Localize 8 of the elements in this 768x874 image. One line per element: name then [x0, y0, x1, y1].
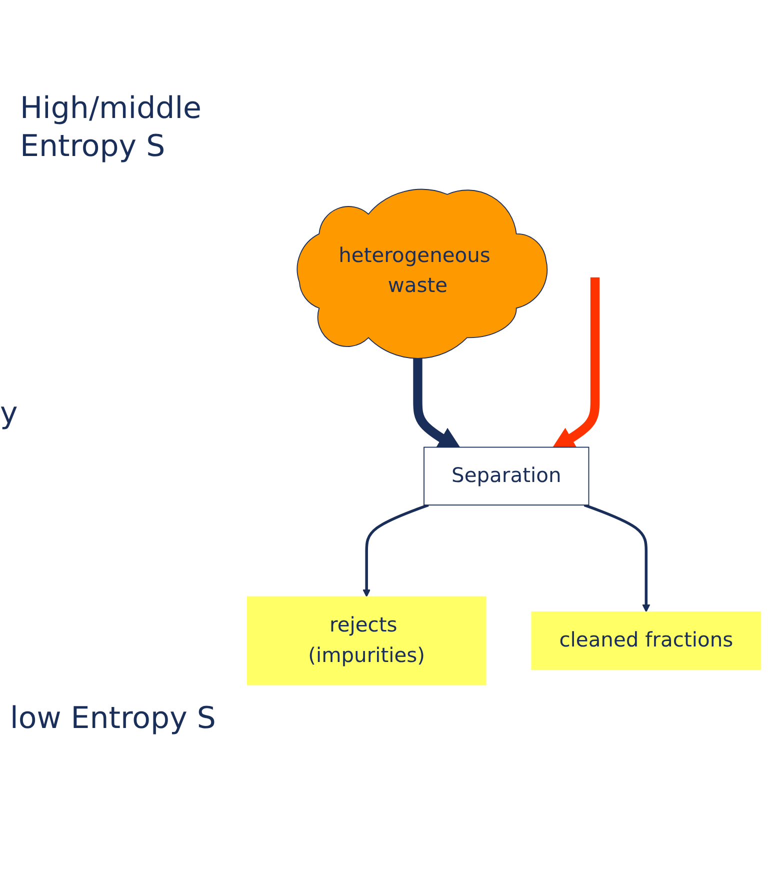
side-note: y — [0, 395, 18, 432]
node-box: rejects (impurities) — [246, 596, 486, 686]
node-box: cleaned fractions — [531, 611, 762, 670]
side-note: low Entropy S — [10, 700, 216, 738]
node-box: Separation — [424, 446, 590, 506]
arrow — [362, 504, 429, 598]
side-note: High/middle Entropy S — [20, 90, 202, 165]
arrow — [584, 504, 650, 612]
